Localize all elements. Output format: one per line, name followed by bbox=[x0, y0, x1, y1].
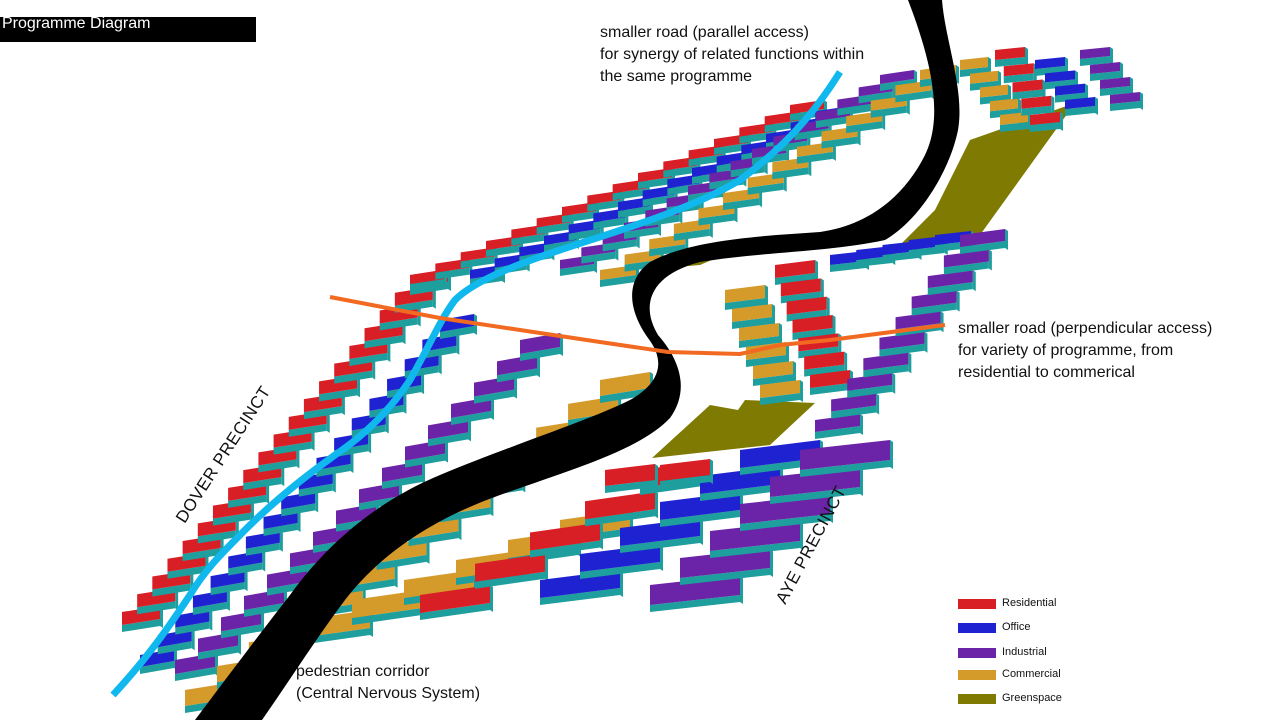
legend-swatch bbox=[958, 694, 996, 704]
building-block bbox=[263, 511, 301, 537]
building-block bbox=[1000, 112, 1031, 132]
building-block bbox=[1065, 97, 1098, 116]
building-block bbox=[530, 522, 603, 558]
building-block bbox=[580, 544, 663, 579]
building-block bbox=[660, 459, 713, 488]
building-block bbox=[1030, 112, 1063, 132]
building-block bbox=[228, 550, 266, 576]
pedestrian-corridor bbox=[195, 0, 960, 720]
annotation-line: residential to commerical bbox=[958, 364, 1135, 381]
building-block bbox=[780, 278, 824, 304]
legend-item-commercial: Commercial bbox=[958, 667, 1138, 681]
building-block bbox=[192, 589, 230, 615]
building-block bbox=[520, 333, 563, 361]
legend-swatch bbox=[958, 648, 996, 658]
building-block bbox=[605, 464, 658, 493]
building-block bbox=[770, 467, 863, 504]
building-block bbox=[847, 372, 896, 398]
annotation-line: pedestrian corridor bbox=[296, 663, 430, 680]
building-block bbox=[804, 351, 848, 377]
building-block bbox=[863, 352, 912, 378]
building-block bbox=[792, 315, 836, 340]
building-block bbox=[1003, 63, 1037, 84]
building-block bbox=[732, 304, 775, 329]
building-block bbox=[540, 570, 623, 605]
legend-label: Residential bbox=[1002, 597, 1057, 609]
annotation-line: the same programme bbox=[600, 68, 753, 85]
building-block bbox=[1110, 92, 1143, 111]
legend-swatch bbox=[958, 670, 996, 680]
building-block bbox=[740, 494, 833, 531]
greenspace-area bbox=[652, 400, 815, 458]
building-block bbox=[650, 575, 743, 612]
annotation-line: (Central Nervous System) bbox=[296, 685, 481, 702]
building-block bbox=[1090, 62, 1123, 81]
legend-swatch bbox=[958, 599, 996, 609]
building-block bbox=[798, 333, 842, 359]
annotation-line: smaller road (parallel access) bbox=[600, 24, 809, 41]
building-block bbox=[175, 609, 213, 635]
building-block bbox=[911, 290, 960, 316]
building-block bbox=[210, 570, 248, 596]
legend-label: Commercial bbox=[1002, 668, 1061, 680]
perpendicular-road-line bbox=[329, 295, 946, 357]
building-block bbox=[620, 518, 703, 553]
perpendicular-road-annotation: smaller road (perpendicular access) for … bbox=[958, 318, 1212, 384]
legend-item-residential: Residential bbox=[958, 596, 1138, 610]
building-block bbox=[753, 361, 796, 386]
legend-label: Office bbox=[1002, 621, 1031, 633]
parallel-road-line bbox=[110, 70, 843, 698]
page-title: Programme Diagram bbox=[0, 16, 256, 42]
building-block bbox=[943, 249, 992, 275]
building-block bbox=[831, 393, 880, 419]
building-block bbox=[245, 530, 283, 556]
legend-item-office: Office bbox=[958, 620, 1138, 634]
building-block bbox=[1021, 95, 1055, 116]
building-block bbox=[1012, 79, 1046, 100]
building-block bbox=[475, 553, 548, 589]
building-block bbox=[800, 440, 893, 477]
building-block bbox=[879, 331, 928, 357]
building-block bbox=[775, 260, 818, 285]
building-block bbox=[1080, 47, 1113, 66]
building-block bbox=[815, 414, 863, 439]
building-block bbox=[281, 491, 319, 517]
annotation-line: smaller road (perpendicular access) bbox=[958, 320, 1213, 337]
building-block bbox=[680, 548, 773, 585]
building-block bbox=[760, 380, 803, 405]
building-block bbox=[585, 491, 658, 527]
building-block bbox=[739, 323, 782, 348]
parallel-road-annotation: smaller road (parallel access) for syner… bbox=[600, 22, 864, 88]
annotation-line: for synergy of related functions within bbox=[600, 46, 865, 63]
building-block bbox=[710, 521, 803, 558]
building-block bbox=[995, 47, 1028, 67]
legend-item-greenspace: Greenspace bbox=[958, 691, 1138, 705]
legend-label: Industrial bbox=[1002, 646, 1047, 658]
building-block bbox=[1100, 77, 1133, 96]
legend-label: Greenspace bbox=[1002, 692, 1062, 704]
legend-item-industrial: Industrial bbox=[958, 645, 1138, 659]
building-block bbox=[420, 585, 493, 620]
building-block bbox=[786, 296, 830, 322]
building-block bbox=[746, 342, 789, 367]
annotation-line: for variety of programme, from bbox=[958, 342, 1174, 359]
greenspace-area bbox=[900, 103, 1075, 245]
building-block bbox=[960, 57, 991, 77]
building-block bbox=[927, 270, 976, 296]
building-block bbox=[960, 229, 1008, 254]
pedestrian-corridor-annotation: pedestrian corridor (Central Nervous Sys… bbox=[296, 661, 480, 705]
building-block bbox=[725, 285, 768, 310]
legend-swatch bbox=[958, 623, 996, 633]
